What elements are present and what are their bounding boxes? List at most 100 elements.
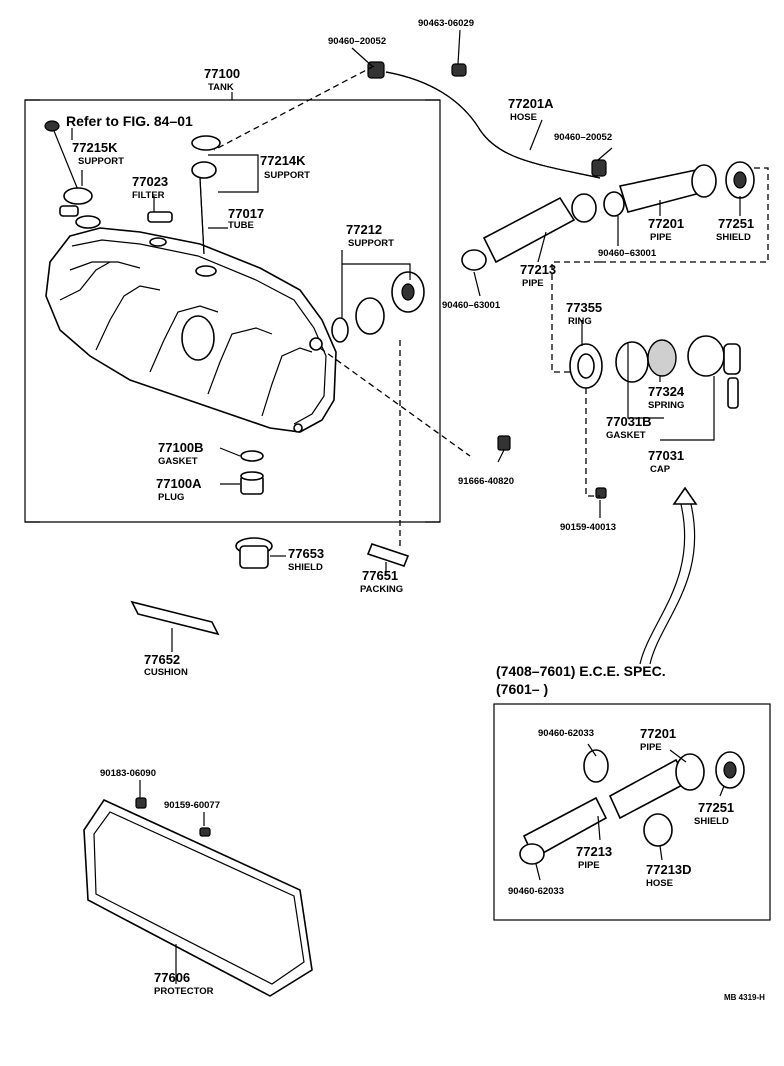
ref-90460-62033-b: 90460-62033 [508,886,564,897]
svg-text:HOSE: HOSE [510,112,537,123]
label-77031B: 77031B GASKET [606,414,652,441]
label-ece-77213-name: PIPE [578,860,600,871]
filler-hose [367,61,607,179]
label-ece-77213D-name: HOSE [646,878,673,889]
ece-spec-header: (7408–7601) E.C.E. SPEC. (7601– ) [496,663,666,697]
ref-90463-06029: 90463-06029 [418,18,474,29]
ref-90460-20052-a: 90460–20052 [328,36,386,47]
svg-text:77212: 77212 [346,222,382,237]
svg-text:77652: 77652 [144,652,180,667]
svg-text:77100A: 77100A [156,476,202,491]
ref-90460-20052-b: 90460–20052 [554,132,612,143]
ref-90460-63001-b: 90460–63001 [442,300,501,311]
label-77214K: 77214K SUPPORT [260,153,310,181]
svg-text:PIPE: PIPE [650,232,672,243]
svg-text:77251: 77251 [718,216,754,231]
svg-text:77213: 77213 [520,262,556,277]
label-77023: 77023 FILTER [132,174,168,201]
ref-90159-60077: 90159-60077 [164,800,220,811]
svg-text:PIPE: PIPE [522,278,544,289]
svg-text:77201A: 77201A [508,96,554,111]
ref-90460-62033-a: 90460-62033 [538,728,594,739]
tank-assembly-frame [24,92,441,523]
svg-text:FILTER: FILTER [132,190,165,201]
label-77100B: 77100B GASKET [158,440,204,467]
svg-text:77100B: 77100B [158,440,204,455]
reference-numbers: 90460–20052 90463-06029 90460–20052 9046… [100,18,657,897]
filler-pipe-77213 [461,193,597,271]
label-77215K: 77215K SUPPORT [72,140,124,167]
label-77212: 77212 SUPPORT [346,222,394,249]
svg-text:GASKET: GASKET [158,456,198,467]
svg-text:PLUG: PLUG [158,492,184,503]
ref-90159-40013: 90159-40013 [560,522,616,533]
label-77606: 77606 PROTECTOR [154,970,214,997]
svg-text:77214K: 77214K [260,153,306,168]
label-ece-77201-name: PIPE [640,742,662,753]
label-ece-77213: 77213 [576,844,612,859]
svg-text:SHIELD: SHIELD [288,562,323,573]
label-77213: 77213 PIPE [520,262,556,289]
spec-line-2: (7601– ) [496,681,548,697]
label-ece-77251-name: SHIELD [694,816,729,827]
svg-text:SUPPORT: SUPPORT [348,238,394,249]
svg-text:RING: RING [568,316,592,327]
ece-labels: 77201 PIPE 77251 SHIELD 77213 PIPE 77213… [576,726,734,889]
svg-text:77324: 77324 [648,384,685,399]
svg-text:SUPPORT: SUPPORT [264,170,310,181]
label-77653: 77653 SHIELD [288,546,324,573]
svg-text:77100: 77100 [204,66,240,81]
svg-text:77017: 77017 [228,206,264,221]
svg-text:PROTECTOR: PROTECTOR [154,986,214,997]
ref-90183-06090: 90183-06090 [100,768,156,779]
svg-text:77031B: 77031B [606,414,652,429]
label-77251: 77251 SHIELD [716,216,754,243]
label-77324: 77324 SPRING [648,384,685,411]
svg-text:77606: 77606 [154,970,190,985]
svg-text:PACKING: PACKING [360,584,403,595]
svg-text:77031: 77031 [648,448,684,463]
svg-text:TANK: TANK [208,82,234,93]
label-ece-77201: 77201 [640,726,676,741]
label-77652: 77652 CUSHION [144,652,188,678]
svg-text:CAP: CAP [650,464,671,475]
label-77201: 77201 PIPE [648,216,684,243]
svg-text:CUSHION: CUSHION [144,667,188,678]
small-parts [130,435,607,636]
protector-77606 [83,797,313,997]
svg-text:GASKET: GASKET [606,430,646,441]
ece-spec-inset [493,703,771,921]
filler-support-tube [147,135,221,255]
svg-text:77355: 77355 [566,300,602,315]
svg-text:77215K: 77215K [72,140,118,155]
label-77031: 77031 CAP [648,448,684,475]
leader-lines [71,29,769,984]
support-77212 [331,271,425,343]
svg-text:77201: 77201 [648,216,684,231]
ref-91666-40820: 91666-40820 [458,476,514,487]
spec-line-1: (7408–7601) E.C.E. SPEC. [496,663,666,679]
ref-90460-63001-a: 90460–63001 [598,248,657,259]
svg-text:77653: 77653 [288,546,324,561]
filler-pipe-77201 [603,161,755,217]
image-code: MB 4319-H [724,993,765,1002]
fuel-sender-unit [44,120,101,229]
svg-text:77023: 77023 [132,174,168,189]
refer-note: Refer to FIG. 84–01 [66,113,193,129]
drain-plug [240,450,264,495]
svg-text:SUPPORT: SUPPORT [78,156,124,167]
label-77017: 77017 TUBE [228,206,264,231]
svg-text:TUBE: TUBE [228,220,254,231]
label-77651: 77651 PACKING [360,568,403,595]
label-77355: 77355 RING [566,300,602,327]
label-ece-77213D: 77213D [646,862,692,877]
svg-text:77651: 77651 [362,568,398,583]
fuel-tank [45,227,337,433]
label-77100: 77100 TANK [204,66,240,93]
svg-text:SHIELD: SHIELD [716,232,751,243]
label-77100A: 77100A PLUG [156,476,202,503]
label-77201A: 77201A HOSE [508,96,554,123]
svg-text:SPRING: SPRING [648,400,684,411]
label-ece-77251: 77251 [698,800,734,815]
